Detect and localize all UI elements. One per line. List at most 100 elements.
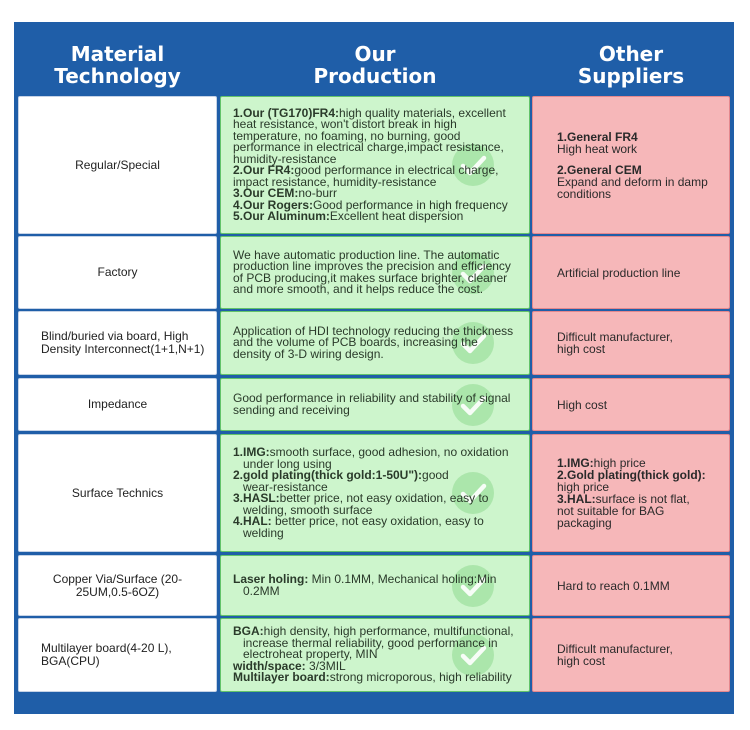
others-line-text: conditions xyxy=(557,186,612,201)
material-label: Impedance xyxy=(87,397,148,411)
material-cell: Surface Technics xyxy=(18,434,217,552)
ours-line: 3.HASL:better price, not easy oxidation,… xyxy=(233,491,509,505)
material-cell: Factory xyxy=(18,236,217,309)
checkmark-icon xyxy=(451,143,495,187)
ours-text: BGA:high density, high performance, mult… xyxy=(233,624,514,685)
others-bold-label: 1.General FR4 xyxy=(557,129,638,144)
ours-bold-label: 2.Our FR4: xyxy=(233,163,295,177)
others-line-text: Artificial production line xyxy=(557,265,681,280)
ours-line: and more smooth, and it helps reduce the… xyxy=(233,283,511,296)
ours-bold-label: BGA: xyxy=(233,624,264,639)
other-suppliers-cell: High cost xyxy=(532,378,730,431)
ours-bold-label: Laser holing: xyxy=(233,572,309,586)
our-production-cell: Good performance in reliability and stab… xyxy=(220,378,530,431)
ours-line: of PCB producing,it makes surface bright… xyxy=(233,272,511,285)
ours-line: 1.Our (TG170)FR4:high quality materials,… xyxy=(233,105,508,120)
ours-line-text: We have automatic production line. The a… xyxy=(233,247,500,262)
header-material-technology: Material Technology xyxy=(54,42,181,88)
others-text: Difficult manufacturer,high cost xyxy=(557,331,673,355)
material-cell: Regular/Special xyxy=(18,96,217,234)
ours-line-text: electroheat property, MIN xyxy=(243,647,378,662)
ours-line-text: strong microporous, high reliability xyxy=(329,670,512,685)
ours-line: temperature, no foaming, no burning, goo… xyxy=(233,130,508,143)
others-line: not suitable for BAG xyxy=(557,505,706,517)
ours-line: performance in electrical charge,impact … xyxy=(233,141,508,154)
ours-line-text: good performance in electrical charge, xyxy=(294,163,499,177)
checkmark-icon xyxy=(451,383,495,427)
ours-bold-label: 1.Our (TG170)FR4: xyxy=(233,105,340,120)
others-line-text: High heat work xyxy=(557,141,638,156)
ours-line-text: no-burr xyxy=(298,186,338,200)
others-line-text: Hard to reach 0.1MM xyxy=(557,578,670,593)
material-cell: Blind/buried via board, High Density Int… xyxy=(18,311,217,375)
other-suppliers-cell: Artificial production line xyxy=(532,236,730,309)
checkmark-icon xyxy=(451,321,495,365)
ours-line-text: density of 3-D wiring design. xyxy=(233,346,384,361)
ours-text: We have automatic production line. The a… xyxy=(233,247,511,296)
ours-line-text: production line improves the precision a… xyxy=(233,259,511,273)
ours-line-text: Min 0.1MM, Mechanical holing:Min xyxy=(308,572,497,586)
ours-line: 5.Our Aluminum:Excellent heat dispersion xyxy=(233,209,508,223)
ours-line: density of 3-D wiring design. xyxy=(233,346,513,361)
ours-line-text: Application of HDI technology reducing t… xyxy=(233,323,514,338)
others-line: 1.General FR4 xyxy=(557,131,708,143)
others-line: Hard to reach 0.1MM xyxy=(557,580,670,592)
checkmark-icon xyxy=(451,633,495,677)
ours-line: welding xyxy=(233,527,509,540)
ours-line: sending and receiving xyxy=(233,404,510,417)
ours-text: 1.Our (TG170)FR4:high quality materials,… xyxy=(233,105,508,223)
others-line: packaging xyxy=(557,517,706,529)
ours-line: impact resistance, humidity-resistance xyxy=(233,174,508,189)
others-line-text: High cost xyxy=(557,397,608,412)
other-suppliers-cell: Hard to reach 0.1MM xyxy=(532,555,730,616)
material-label: Blind/buried via board, High Density Int… xyxy=(41,329,205,356)
ours-line: width/space: 3/3MIL xyxy=(233,658,514,673)
others-line-text: Expand and deform in damp xyxy=(557,174,708,189)
ours-line: Good performance in reliability and stab… xyxy=(233,392,510,405)
ours-line-text: under long using xyxy=(243,456,332,471)
ours-line: BGA:high density, high performance, mult… xyxy=(233,624,514,639)
ours-line-text: Good performance in high frequency xyxy=(313,197,508,212)
ours-line: Multilayer board:strong microporous, hig… xyxy=(233,670,514,685)
material-label: Factory xyxy=(97,265,138,279)
our-production-cell: We have automatic production line. The a… xyxy=(220,236,530,309)
others-line: 2.General CEM xyxy=(557,164,708,176)
others-line-text: Difficult manufacturer, xyxy=(557,642,673,656)
ours-line: wear-resistance xyxy=(233,481,509,494)
others-line: Difficult manufacturer, xyxy=(557,643,673,655)
ours-line-text: and the volume of PCB boards, increasing… xyxy=(233,335,478,350)
ours-line: production line improves the precision a… xyxy=(233,259,511,273)
others-line-text: high cost xyxy=(557,342,606,356)
our-production-cell: BGA:high density, high performance, mult… xyxy=(220,618,530,692)
ours-text: Application of HDI technology reducing t… xyxy=(233,323,514,361)
others-line-text: high price xyxy=(557,480,610,494)
ours-line: heat resistance, won't distort break in … xyxy=(233,118,508,131)
ours-line-text: welding, smooth surface xyxy=(243,502,373,517)
ours-line: 1.IMG:smooth surface, good adhesion, no … xyxy=(233,445,509,459)
ours-bold-label: 3.HASL: xyxy=(233,491,280,505)
checkmark-icon xyxy=(451,471,495,515)
ours-line: Application of HDI technology reducing t… xyxy=(233,323,514,338)
other-suppliers-cell: Difficult manufacturer,high cost xyxy=(532,311,730,375)
others-line: High cost xyxy=(557,399,607,411)
ours-line-text: 3/3MIL xyxy=(305,658,346,673)
ours-line: humidity-resistance xyxy=(233,153,508,166)
ours-text: Laser holing: Min 0.1MM, Mechanical holi… xyxy=(233,572,497,597)
others-line: high price xyxy=(557,481,706,493)
ours-line: 4.Our Rogers:Good performance in high fr… xyxy=(233,197,508,212)
ours-line-text: impact resistance, humidity-resistance xyxy=(233,174,437,189)
ours-line-text: Excellent heat dispersion xyxy=(329,209,464,223)
ours-line: 4.HAL: better price, not easy oxidation,… xyxy=(233,515,509,528)
material-label: Surface Technics xyxy=(71,485,164,500)
ours-line-text: good xyxy=(422,468,449,482)
ours-line: We have automatic production line. The a… xyxy=(233,247,511,262)
others-line-text: high price xyxy=(593,456,646,470)
others-line: 1.IMG:high price xyxy=(557,457,706,469)
others-line: High heat work xyxy=(557,143,708,155)
ours-line-text: smooth surface, good adhesion, no oxidat… xyxy=(269,445,509,459)
ours-line: electroheat property, MIN xyxy=(233,647,514,662)
